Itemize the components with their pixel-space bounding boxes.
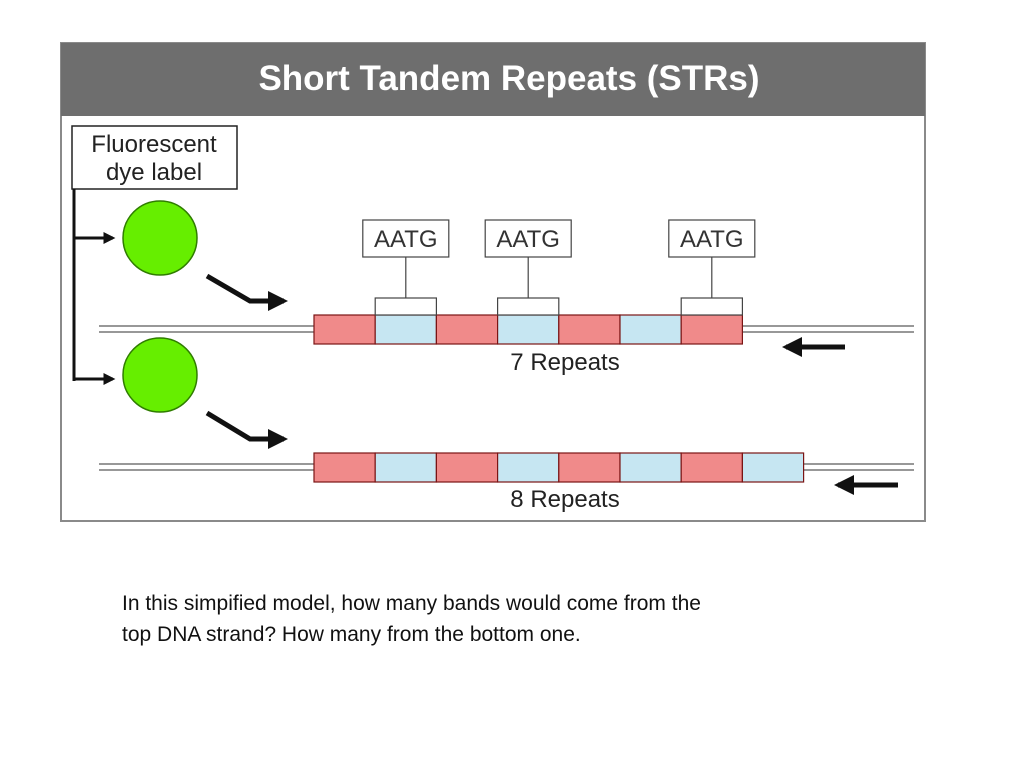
top-strand: AATG AATG AATG 7 Repeats [99, 219, 914, 376]
repeat-segment-red [558, 314, 621, 345]
dye-label-line-1: Fluorescent [91, 131, 217, 158]
motif-label: AATG [374, 226, 438, 253]
bottom-strand: 8 Repeats [99, 452, 914, 513]
repeat-segment-red [680, 452, 744, 483]
repeat-segment-red [313, 314, 376, 345]
repeat-segment-red [435, 452, 499, 483]
motif-label: AATG [680, 226, 744, 253]
repeat-segment-red [680, 314, 744, 345]
motif-label-box [484, 219, 572, 258]
question-caption: In this simpified model, how many bands … [122, 588, 882, 650]
motif-label-box [362, 219, 450, 258]
dye-label-line-2: dye label [106, 159, 202, 186]
top-repeat-count: 7 Repeats [510, 349, 619, 376]
repeat-segment-blue [374, 452, 438, 483]
bottom-repeat-count: 8 Repeats [510, 486, 619, 513]
repeat-segment-red [313, 452, 376, 483]
diagram-frame [60, 42, 926, 522]
motif-label-box [668, 219, 756, 258]
dye-circle-icon [122, 200, 198, 276]
motif-label: AATG [496, 226, 560, 253]
repeat-segment-blue [497, 452, 560, 483]
dye-circle-icon [122, 337, 198, 413]
motif-bracket [680, 297, 744, 316]
motif-bracket [497, 297, 560, 316]
dye-label-box [71, 125, 238, 190]
caption-line-2: top DNA strand? How many from the bottom… [122, 623, 581, 646]
top-strand-segments [313, 314, 744, 345]
primer-arrow-icon [205, 273, 288, 311]
repeat-segment-blue [497, 314, 560, 345]
repeat-segment-blue [619, 452, 682, 483]
repeat-segment-red [435, 314, 499, 345]
motif-tags: AATG AATG AATG [362, 219, 756, 316]
repeat-segment-blue [741, 452, 805, 483]
repeat-segment-red [558, 452, 621, 483]
bottom-strand-segments [313, 452, 805, 483]
motif-bracket [374, 297, 438, 316]
title-bar [61, 43, 925, 116]
caption-line-1: In this simpified model, how many bands … [122, 592, 701, 615]
primer-arrow-icon [205, 410, 288, 449]
repeat-segment-blue [374, 314, 438, 345]
diagram-title: Short Tandem Repeats (STRs) [258, 59, 759, 98]
repeat-segment-blue [619, 314, 682, 345]
